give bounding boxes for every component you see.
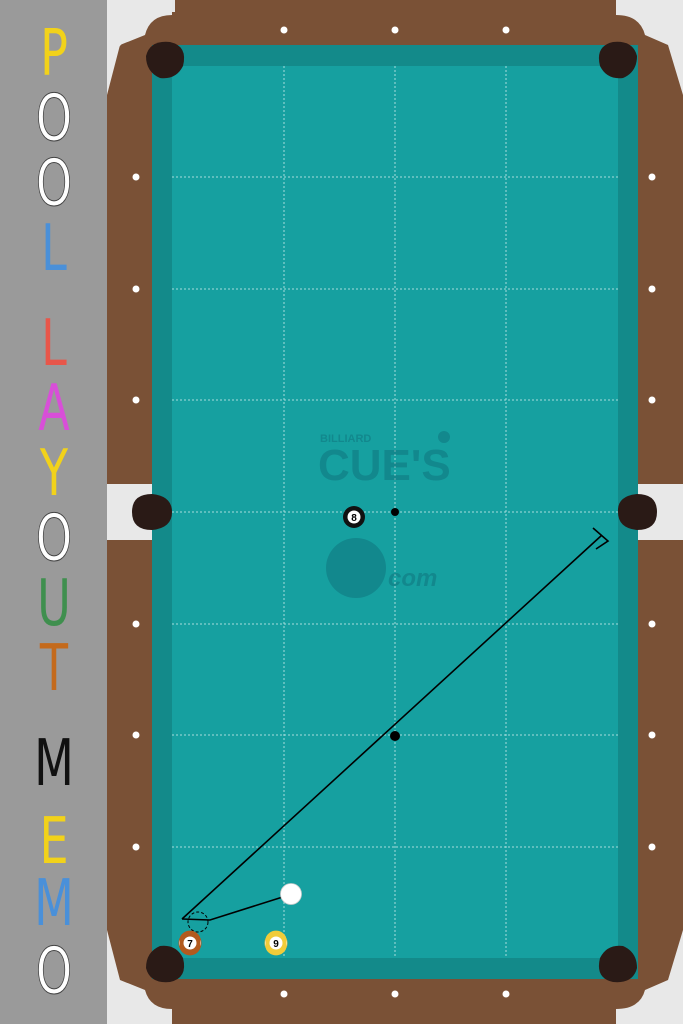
pocket-side-left [132, 494, 172, 530]
watermark-line1: BILLIARD [320, 433, 371, 445]
corner-plate-bottom-left [107, 930, 172, 1024]
title-letter: O [35, 502, 73, 576]
pocket-top-left [146, 41, 185, 79]
ball-seven[interactable]: 7 [178, 930, 202, 956]
ball-label: 9 [273, 939, 279, 950]
spot-marker [390, 731, 400, 741]
cue-ball[interactable] [280, 883, 302, 905]
ball-label: 8 [351, 513, 357, 524]
pocket-bottom-left [146, 945, 185, 983]
title-letter: O [35, 82, 73, 156]
ball-label: 7 [187, 939, 193, 950]
watermark-logo: BILLIARD CUE'S com [318, 431, 451, 598]
title-letter: T [39, 632, 69, 706]
title-letter: M [34, 867, 74, 941]
title-letter: Y [39, 437, 69, 511]
corner-plate-bottom-right [616, 930, 683, 1024]
pocket-top-right [598, 41, 637, 79]
shot-arrowhead [592, 527, 610, 550]
shot-line [181, 534, 603, 920]
spot-marker [391, 508, 399, 516]
title-letter: O [35, 147, 73, 221]
ball-eight[interactable]: 8 [343, 506, 365, 528]
title-letter: E [39, 805, 69, 879]
title-letter: P [40, 17, 68, 91]
title-sidebar: P O O L L A Y O U T M E M O [0, 0, 106, 1024]
watermark-line3: com [388, 565, 437, 592]
shot-lines [181, 527, 610, 933]
corner-plate-top-right [616, 0, 683, 95]
cue-path [181, 894, 290, 921]
title-letter: L [41, 212, 67, 286]
title-letter: O [35, 935, 73, 1009]
ball-nine[interactable]: 9 [264, 930, 288, 956]
title-letter: M [34, 727, 74, 801]
title-letter: A [38, 372, 70, 446]
title-letter: U [37, 567, 71, 641]
ghost-ball [187, 911, 209, 933]
pockets [132, 41, 657, 983]
corner-plate-top-left [107, 0, 172, 95]
rail-diamonds [132, 26, 656, 998]
watermark-emblem [326, 538, 386, 598]
pocket-bottom-right [598, 945, 637, 983]
title-letter: L [41, 307, 67, 381]
watermark-line2: CUE'S [318, 441, 451, 490]
pocket-side-right [617, 494, 657, 530]
